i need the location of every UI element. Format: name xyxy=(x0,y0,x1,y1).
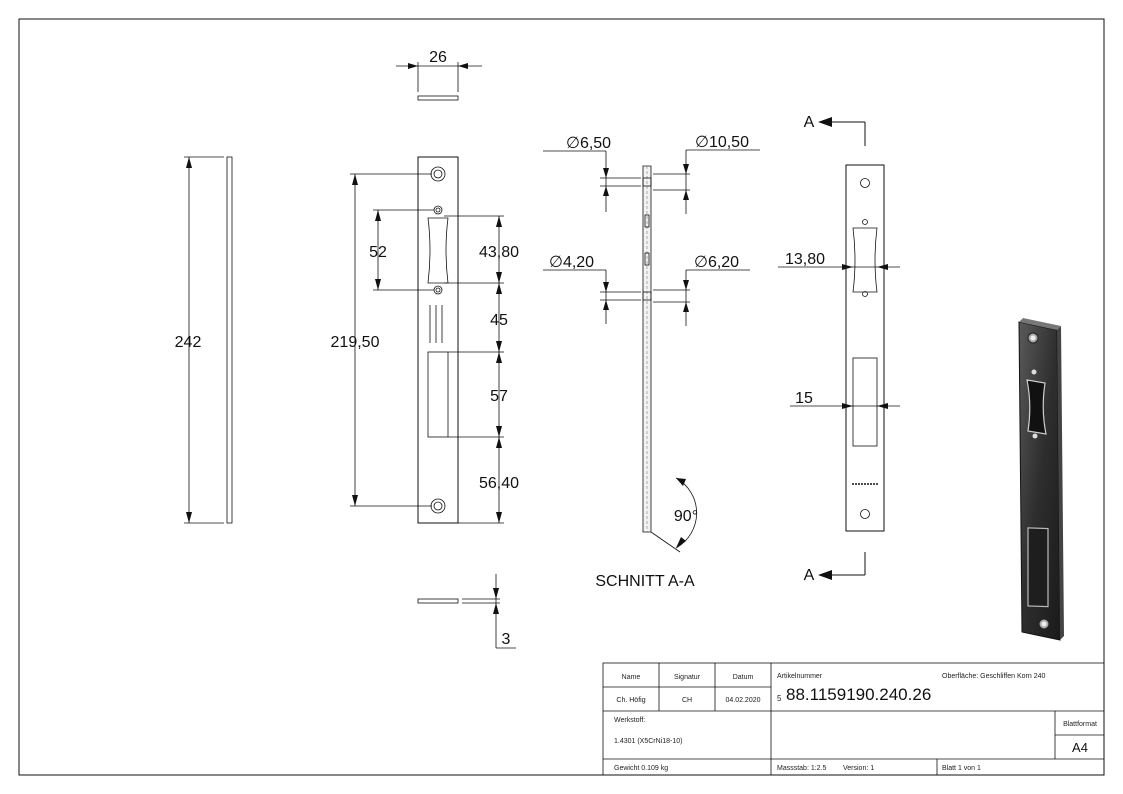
dim-56-40: 56,40 xyxy=(479,475,519,492)
tb-blatt: Blatt 1 von 1 xyxy=(942,765,981,772)
dim-dia-4-20: ∅4,20 xyxy=(549,254,594,271)
tb-version: Version: 1 xyxy=(843,765,874,772)
tb-massstab: Massstab: 1:2.5 xyxy=(777,765,827,772)
tb-artikel-label: Artikelnummer xyxy=(777,673,823,680)
bottom-thickness-view: 3 xyxy=(417,574,516,649)
tb-header-datum: Datum xyxy=(733,674,754,681)
dim-dia-10-50: ∅10,50 xyxy=(695,134,749,151)
dim-width-15: 15 xyxy=(795,390,813,407)
tb-signatur: CH xyxy=(682,697,692,704)
dim-dia-6-50: ∅6,50 xyxy=(566,135,611,152)
top-thickness-view: 26 xyxy=(396,49,482,101)
tb-name: Ch. Höfig xyxy=(616,697,645,704)
dim-43-80: 43,80 xyxy=(479,244,519,261)
front-view: 219,50 52 43,80 45 57 56,40 xyxy=(331,156,519,524)
dim-57: 57 xyxy=(490,388,508,405)
dim-45: 45 xyxy=(490,312,508,329)
section-marker-bottom: A xyxy=(804,567,815,584)
tb-blattformat-label: Blattformat xyxy=(1063,721,1097,728)
tb-datum: 04.02.2020 xyxy=(725,697,760,704)
tb-gewicht: Gewicht 0.109 kg xyxy=(614,765,668,772)
dim-dia-6-20: ∅6,20 xyxy=(694,254,739,271)
tb-blattformat-value: A4 xyxy=(1072,740,1088,755)
tb-artikel-number: 88.1159190.240.26 xyxy=(786,685,931,704)
title-block: Name Signatur Datum Ch. Höfig CH 04.02.2… xyxy=(602,662,1105,776)
tb-header-name: Name xyxy=(622,674,641,681)
tb-oberflaeche: Oberfläche: Geschliffen Korn 240 xyxy=(942,673,1045,680)
dim-slot-length: 52 xyxy=(369,244,387,261)
tb-werkstoff-value: 1.4301 (X5CrNi18-10) xyxy=(614,738,682,745)
side-edge-view: 242 xyxy=(175,156,233,524)
tb-werkstoff-label: Werkstoff: xyxy=(614,717,645,724)
dim-width-13-80: 13,80 xyxy=(785,251,825,268)
dim-top-width: 26 xyxy=(429,49,447,66)
dim-total-length: 242 xyxy=(175,334,202,351)
dim-angle: 90° xyxy=(674,508,698,525)
tb-header-signatur: Signatur xyxy=(674,674,701,681)
tb-artikel-prefix: 5 xyxy=(777,694,782,703)
sheet-border xyxy=(18,18,1105,776)
section-marker-top: A xyxy=(804,114,815,131)
section-label: SCHNITT A-A xyxy=(595,573,695,590)
dim-hole-span: 219,50 xyxy=(331,334,380,351)
section-view: ∅6,50 ∅10,50 ∅4,20 ∅6,20 90° SCHNITT A-A xyxy=(543,134,760,590)
plate-right-view: 13,80 15 A A xyxy=(778,114,900,584)
dim-thickness: 3 xyxy=(502,631,511,648)
plate-3d-render xyxy=(1018,318,1064,641)
